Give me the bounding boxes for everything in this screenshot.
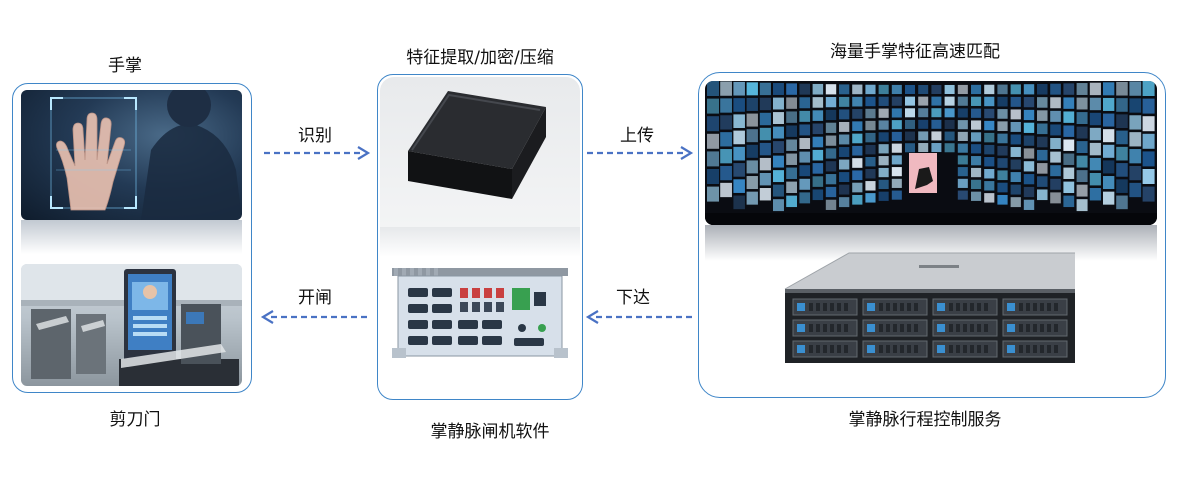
label-gate-software: 掌静脉闸机软件 (430, 422, 550, 442)
label-palm: 手掌 (108, 56, 142, 76)
device-reflection (380, 227, 580, 257)
edge-device-image (380, 77, 580, 227)
screen-wall-image (705, 81, 1157, 225)
industrial-pc-image (392, 268, 568, 360)
center-panel (377, 74, 583, 400)
left-panel (12, 83, 252, 393)
label-matching: 海量手掌特征高速匹配 (830, 42, 1000, 62)
arrow-label-upload: 上传 (620, 126, 654, 146)
palm-image-reflection (21, 220, 242, 254)
arrow-label-recognize: 识别 (298, 126, 332, 146)
turnstile-image (21, 264, 242, 386)
arrow-dispatch (585, 310, 694, 324)
arrow-label-dispatch: 下达 (616, 288, 650, 308)
label-extract: 特征提取/加密/压缩 (406, 48, 554, 68)
rack-server-image (779, 249, 1079, 367)
arrow-label-open-gate: 开闸 (298, 288, 332, 308)
right-panel (698, 72, 1166, 398)
arrow-recognize (264, 146, 371, 160)
palm-scan-image (21, 90, 242, 220)
arrow-open-gate (260, 310, 369, 324)
label-turnstile: 剪刀门 (109, 410, 161, 430)
label-control-service: 掌静脉行程控制服务 (848, 410, 1002, 430)
arrow-upload (587, 146, 694, 160)
